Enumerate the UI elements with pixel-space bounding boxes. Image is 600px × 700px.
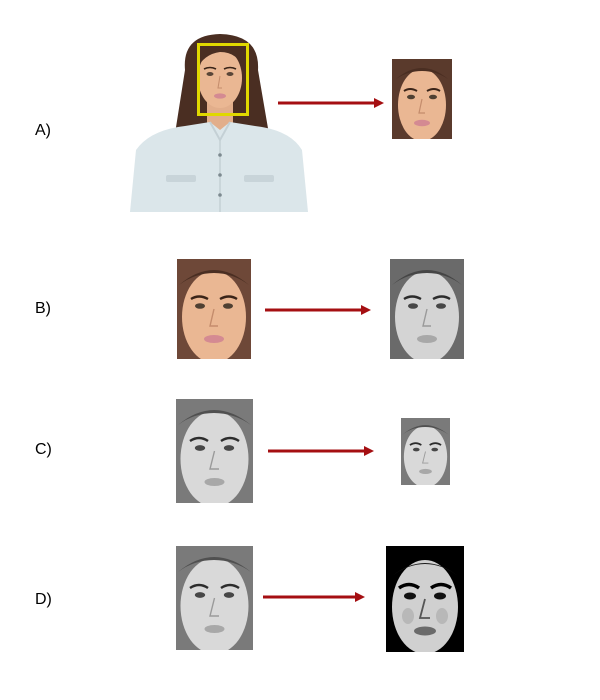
face-grayscale-before-equalization — [176, 546, 253, 650]
face-equalized-output — [386, 546, 464, 652]
face-detection-box — [197, 43, 249, 116]
arrow-b — [265, 305, 371, 315]
step-label-c: C) — [35, 441, 52, 458]
face-grayscale-output — [390, 259, 464, 359]
step-label-b: B) — [35, 300, 51, 317]
step-label-a: A) — [35, 122, 51, 139]
cropped-face-color — [392, 59, 452, 139]
face-grayscale-input — [176, 399, 253, 503]
face-color-input — [177, 259, 251, 359]
arrow-d — [263, 592, 365, 602]
arrow-a — [278, 98, 384, 108]
face-resized-output — [401, 418, 450, 485]
arrow-c — [268, 446, 374, 456]
step-label-d: D) — [35, 591, 52, 608]
